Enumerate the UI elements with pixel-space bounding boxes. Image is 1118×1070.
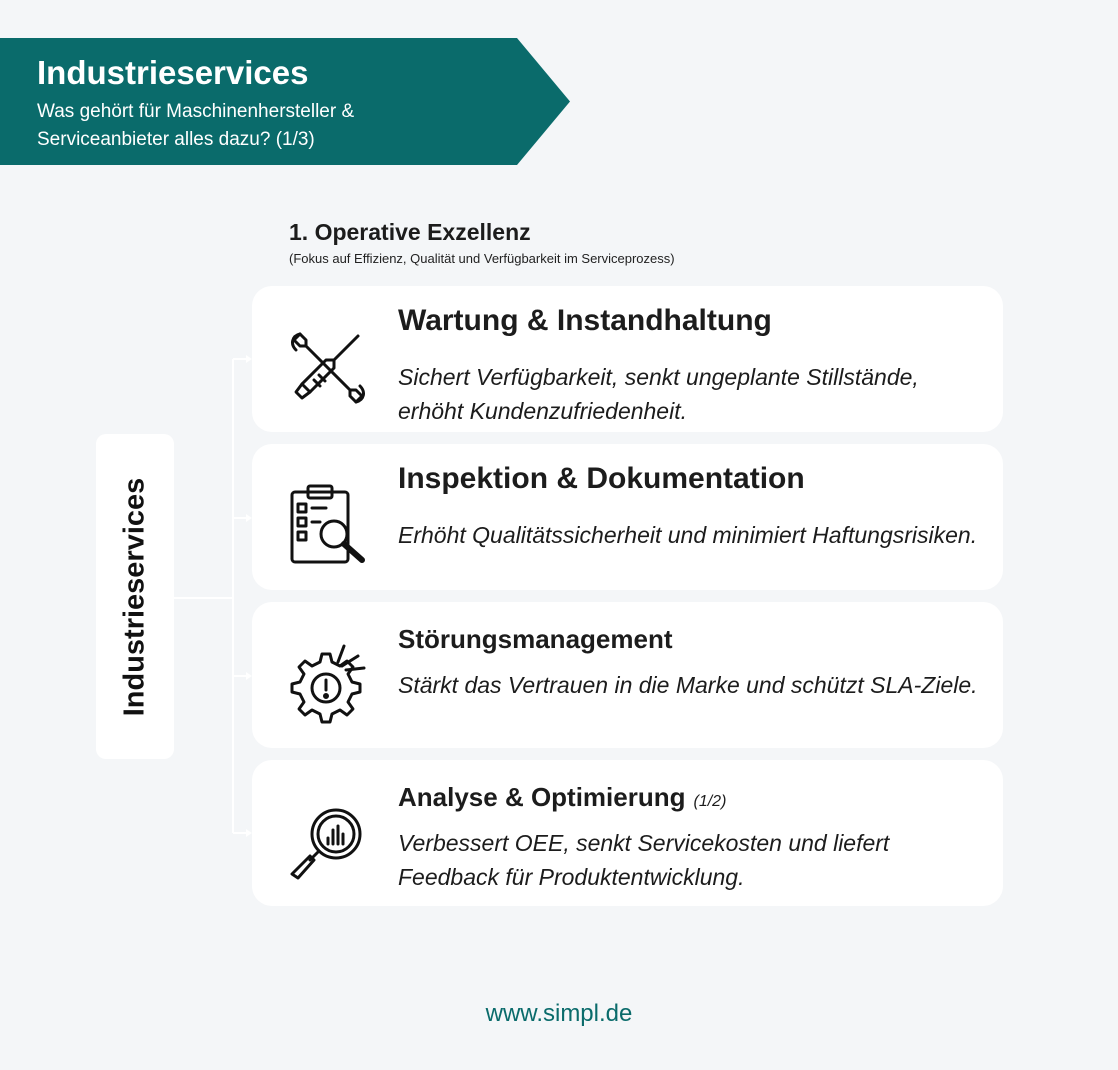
clipboard-magnifier-icon <box>290 484 365 564</box>
banner-title: Industrieservices <box>37 54 309 91</box>
card-description: Erhöht Qualitätssicherheit und minimiert… <box>398 522 978 548</box>
banner-arrow-shape <box>0 38 570 165</box>
card-description: Sichert Verfügbarkeit, senkt ungeplante … <box>398 364 919 424</box>
card-stoerung: Störungsmanagement Stärkt das Vertrauen … <box>252 602 1003 748</box>
section-title: 1. Operative Exzellenz <box>289 219 531 245</box>
gear-alert-icon <box>290 644 366 724</box>
side-category-label: Industrieservices <box>118 477 151 716</box>
card-title: Analyse & Optimierung (1/2) <box>398 782 726 813</box>
magnifier-chart-icon <box>290 808 362 880</box>
tools-icon <box>291 332 365 404</box>
card-analyse: Analyse & Optimierung (1/2) Verbessert OE… <box>252 760 1003 906</box>
card-title-note: (1/2) <box>693 793 727 810</box>
card-description: Verbessert OEE, senkt Servicekosten und … <box>398 830 890 890</box>
card-wartung: Wartung & Instandhaltung Sichert Verfügb… <box>252 286 1003 432</box>
side-category-box: Industrieservices <box>96 434 174 759</box>
header-banner: Industrieservices Was gehört für Maschin… <box>0 38 570 165</box>
card-title: Inspektion & Dokumentation <box>398 462 805 495</box>
card-description: Stärkt das Vertrauen in die Marke und sc… <box>398 672 978 698</box>
section-subtitle: (Fokus auf Effizienz, Qualität und Verfü… <box>289 251 675 266</box>
card-title-text: Analyse & Optimierung <box>398 782 686 812</box>
footer-url[interactable]: www.simpl.de <box>485 1000 633 1027</box>
card-inspektion: Inspektion & Dokumentation Erhöht Qualit… <box>252 444 1003 590</box>
card-title: Störungsmanagement <box>398 624 673 654</box>
banner-subtitle: Was gehört für Maschinenhersteller & Ser… <box>37 101 355 150</box>
card-title: Wartung & Instandhaltung <box>398 304 772 337</box>
